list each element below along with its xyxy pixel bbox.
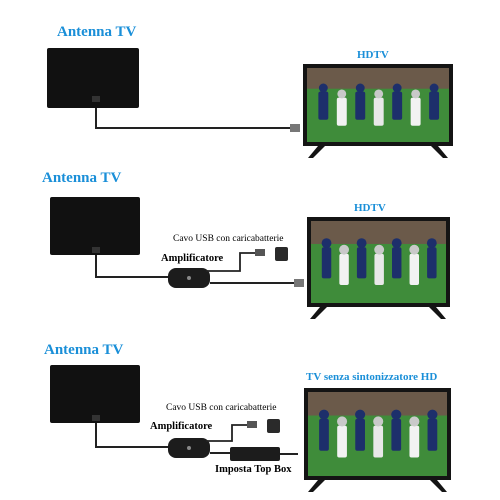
player-helmet [374, 244, 385, 255]
panel-2-graphics [50, 197, 450, 319]
panel-direct-connection: Antenna TV HDTV [0, 0, 500, 165]
coax-cable-antenna [95, 255, 168, 278]
usb-cable [206, 424, 250, 442]
antenna-icon [50, 365, 140, 423]
football-player [355, 91, 366, 120]
player-helmet [426, 238, 437, 249]
player-helmet [392, 83, 402, 93]
usb-plug [255, 249, 265, 256]
football-player [356, 247, 367, 279]
player-helmet [429, 83, 439, 93]
player-helmet [373, 416, 384, 427]
player-helmet [337, 89, 347, 99]
player-helmet [355, 83, 365, 93]
football-player [319, 418, 329, 451]
tv-label: HDTV [354, 202, 386, 214]
coax-connector [290, 124, 300, 132]
tv-icon [307, 217, 450, 319]
usb-cable [206, 252, 258, 272]
panel-with-amplifier: Antenna TV HDTV Cavo USB con caricabatte… [0, 165, 500, 330]
football-player [392, 247, 402, 279]
player-helmet [337, 416, 348, 427]
football-player [318, 91, 329, 120]
football-player [339, 253, 349, 285]
usb-charger-icon [267, 419, 280, 433]
player-helmet [391, 238, 402, 249]
stadium-crowd [307, 68, 449, 89]
usb-cable-label: Cavo USB con caricabatterie [173, 234, 284, 244]
antenna-bracket [92, 415, 100, 421]
player-helmet [355, 409, 366, 420]
football-player [337, 425, 347, 458]
usb-charger-icon [275, 247, 288, 261]
tv-label: HDTV [357, 49, 389, 61]
football-player [373, 425, 384, 458]
football-player [410, 97, 421, 126]
football-player [355, 418, 365, 451]
football-player [409, 253, 419, 285]
stadium-crowd [308, 392, 447, 416]
amplifier-label: Amplificatore [161, 253, 224, 264]
antenna-label: Antenna TV [44, 342, 124, 358]
usb-plug [247, 421, 257, 428]
antenna-label: Antenna TV [57, 24, 137, 40]
player-helmet [356, 238, 367, 249]
tv-icon [303, 64, 453, 158]
coax-cable [95, 108, 292, 129]
panel-1-graphics [47, 48, 453, 158]
antenna-bracket [92, 247, 100, 253]
coax-connector [294, 279, 304, 287]
player-helmet [409, 416, 420, 427]
set-top-box-label: Imposta Top Box [215, 464, 292, 475]
football-player [427, 247, 437, 279]
usb-cable-label: Cavo USB con caricabatterie [166, 403, 277, 413]
player-helmet [427, 409, 438, 420]
tv-label: TV senza sintonizzatore HD [306, 371, 438, 383]
player-helmet [409, 244, 420, 255]
set-top-box-icon [230, 447, 280, 461]
football-player [392, 91, 403, 120]
antenna-icon [50, 197, 140, 255]
player-helmet [321, 238, 332, 249]
antenna-label: Antenna TV [42, 170, 122, 186]
coax-cable-antenna [95, 423, 168, 448]
player-helmet [391, 409, 402, 420]
football-player [409, 425, 420, 458]
football-player [391, 418, 402, 451]
panel-with-set-top-box: Antenna TV TV senza sintonizzatore HD Ca… [0, 335, 500, 500]
player-helmet [411, 89, 421, 99]
panel-3-graphics [50, 365, 451, 492]
antenna-icon [47, 48, 139, 108]
football-player [429, 91, 440, 120]
player-helmet [318, 83, 328, 93]
football-player [427, 418, 438, 451]
football-player [321, 247, 332, 279]
football-player [373, 97, 384, 126]
player-helmet [318, 409, 330, 420]
amplifier-label: Amplificatore [150, 421, 213, 432]
player-helmet [339, 244, 349, 255]
tv-icon [304, 388, 451, 492]
football-player [336, 97, 347, 126]
antenna-bracket [92, 96, 100, 102]
player-helmet [374, 89, 384, 99]
football-player [374, 253, 384, 285]
stadium-crowd [311, 221, 446, 244]
